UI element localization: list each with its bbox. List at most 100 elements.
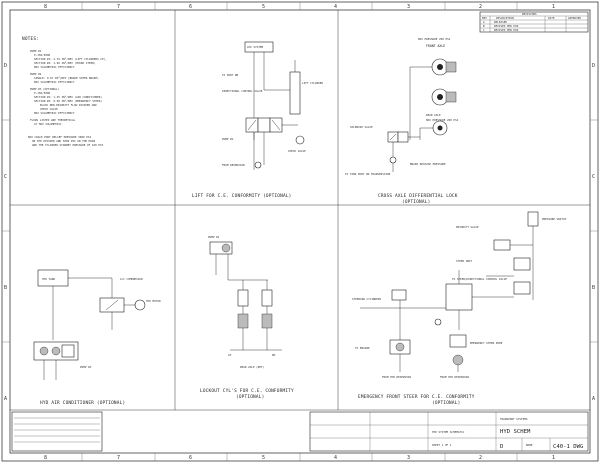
notes-line: BLOCK NEW PRIORITY FLOW DIVIDER AND [40, 103, 97, 107]
emergency-pump-gear-icon [452, 354, 464, 366]
hyd-motor-label: HYD MOTOR [146, 299, 161, 303]
to-tank-label: TO TANK PORT ON TRANSMISSION [345, 172, 391, 176]
title-block: TRANSPORT SYSTEMS HYD SCHEM HYD SYSTEM S… [11, 411, 589, 452]
title-block-size: D [500, 444, 504, 450]
revision-cell: RELEASED [494, 20, 507, 24]
cylinder-port-right: RH [272, 353, 276, 357]
max-pressure-front-label: MAX PRESSURE 200 PSI [418, 37, 451, 41]
zone-top-3: 3 [407, 4, 410, 10]
emergency-valve-block [445, 283, 473, 311]
notes-line: MAX CRACK PORT RELIEF PRESSURE 3000 PSI [28, 135, 91, 139]
valve-section [257, 117, 271, 133]
from-reservoir-label: FROM RESERVOIR [222, 163, 245, 167]
notes-line: MAX VOLUMETRIC EFFICIENCY [34, 80, 75, 84]
lift-cylinder-symbol [289, 71, 301, 115]
pump-1-label: PUMP #1 [222, 137, 234, 141]
to-steer-valve-label: TO STEER/DIRECTIONAL CONTROL VALVE [452, 277, 507, 281]
pump-3-gear-icon-2 [51, 346, 61, 356]
notes-line: SECTION #1: 1.45 IN³/REV (AIR CONDITIONE… [34, 95, 102, 99]
lift-cylinder-label: LIFT CYLINDER [302, 81, 323, 85]
notes-line: AT MAX VOLUMETRIC [34, 122, 62, 126]
lockout-valve-right [261, 313, 273, 329]
hyd-tank-label: HYD TANK [42, 277, 55, 281]
panel-title-diff-lock: CROSS AXLE DIFFERENTIAL LOCK [378, 193, 458, 199]
notes-line: PUMP #1 [30, 49, 42, 53]
notes-line: P-150/5000 [34, 53, 51, 57]
lockout-valve-left [237, 313, 249, 329]
lift-system-label: LHC SYSTEM [247, 45, 264, 49]
panel-title-lockout: LOCKOUT CYL'S FOR C.E. CONFORMITY [200, 388, 294, 394]
zone-right-c: C [592, 174, 595, 180]
notes-line: AND THE CYLINDER STANDBY PRESSURE OF 100… [32, 143, 104, 147]
panel-emergency-steer: PRESSURE SWITCH PRIORITY VALVE STEER UNI… [352, 211, 567, 406]
pump-3-gear-icon [39, 346, 49, 356]
emergency-pump-label: EMERGENCY STEER PUMP [470, 341, 503, 345]
panel-title-diff-lock-sub: (OPTIONAL) [402, 199, 430, 205]
to-engine-label: TO ENGINE [355, 346, 370, 350]
revision-cell: B [483, 24, 485, 28]
zone-bottom-8: 8 [44, 455, 47, 461]
panel-title-lockout-sub: (OPTIONAL) [236, 394, 264, 400]
rear-axle-ref-label: REAR AXLE (REF) [240, 365, 265, 369]
notes-line: PUMP #3 (OPTIONAL) [30, 87, 60, 91]
steer-check-symbol [513, 281, 531, 295]
revision-col: APPROVED [568, 16, 581, 20]
notes-line: P-150/5000 [34, 91, 51, 95]
front-axle-actuator-2 [445, 91, 457, 103]
zone-bottom-7: 7 [117, 455, 120, 461]
front-axle-actuator [445, 61, 457, 73]
front-axle-label: FRONT AXLE [426, 44, 445, 48]
notes-line: MAX VOLUMETRIC EFFICIENCY [34, 65, 75, 69]
notes-line: FLOWS LISTED ARE THEORETICAL [30, 118, 76, 122]
steer-solenoid-label: PRESSURE SWITCH [542, 217, 567, 221]
front-axle-hub-icon [437, 64, 443, 70]
max-pressure-rear-label: MAX PRESSURE 200 PSI [426, 118, 459, 122]
pump-lockout-label: PUMP #1 [208, 235, 220, 239]
zone-top-8: 8 [44, 4, 47, 10]
zone-left-c: C [4, 174, 7, 180]
rear-axle-hub-icon [437, 125, 443, 131]
check-valve-label: CHECK VALVE [288, 149, 306, 153]
pump-lockout-gear-icon [221, 243, 231, 253]
notes-disclaimer-box [11, 411, 103, 452]
steering-cylinders-label: STEERING CYLINDERS [352, 297, 382, 301]
revision-cell: REVISED PER ECN [494, 28, 519, 32]
notes-line: SINGLE: 0.67 IN³/REV (BRAKE STEER BRAKE) [34, 76, 99, 80]
rear-axle-label: REAR AXLE [426, 113, 441, 117]
panel-lockout-cylinders: PUMP #1 LH RH REAR AXLE (REF) LOCKOUT CY… [200, 235, 294, 400]
diverter-valve-symbol [391, 289, 407, 301]
zone-left-b: B [4, 285, 7, 291]
panel-title-emergency-steer: EMERGENCY FRONT STEER FOR C.E. CONFORMIT… [358, 394, 475, 400]
from-hyd-reservoir-label-2: FROM HYD RESERVOIR [440, 375, 470, 379]
zone-top-5: 5 [262, 4, 265, 10]
solenoid-valve-label: SOLENOID VALVE [350, 125, 373, 129]
zone-top-6: 6 [189, 4, 192, 10]
pressure-gauge-icon [434, 318, 442, 326]
panel-dividers [10, 10, 590, 411]
ac-compressor-label: A/C COMPRESSOR [120, 277, 143, 281]
notes-line: SECTION #2: 0.90 IN³/REV (EMERGENCY STEE… [34, 99, 102, 103]
revision-table [479, 11, 589, 33]
revision-cell: A [483, 20, 485, 24]
zone-bottom-4: 4 [334, 455, 337, 461]
zone-top-2: 2 [479, 4, 482, 10]
title-block-sheet: SHEET 1 OF 1 [432, 443, 452, 447]
pressure-switch-icon [389, 156, 397, 164]
zone-right-b: B [592, 285, 595, 291]
steer-unit-label: STEER UNIT [456, 259, 473, 263]
notes-line: ON THE DIVIDER AND 3000 PSI ON THE MAIN [32, 139, 95, 143]
priority-valve-symbol [493, 239, 511, 251]
zone-left-d: D [4, 63, 7, 69]
notes-line: SECTION #2: 1.90 IN³/REV (HYDRO STEER) [34, 61, 96, 65]
notes-line: MAX VOLUMETRIC EFFICIENCY [34, 111, 75, 115]
zone-bottom-5: 5 [262, 455, 265, 461]
zone-left-a: A [4, 396, 7, 402]
notes-line: PUMP #2 [30, 72, 42, 76]
zone-bottom-3: 3 [407, 455, 410, 461]
steer-solenoid-symbol [527, 211, 539, 227]
front-axle-hub-icon-2 [437, 94, 443, 100]
pump-symbol [254, 161, 262, 169]
steer-unit-symbol [513, 257, 531, 271]
revision-col: DATE [548, 16, 555, 20]
